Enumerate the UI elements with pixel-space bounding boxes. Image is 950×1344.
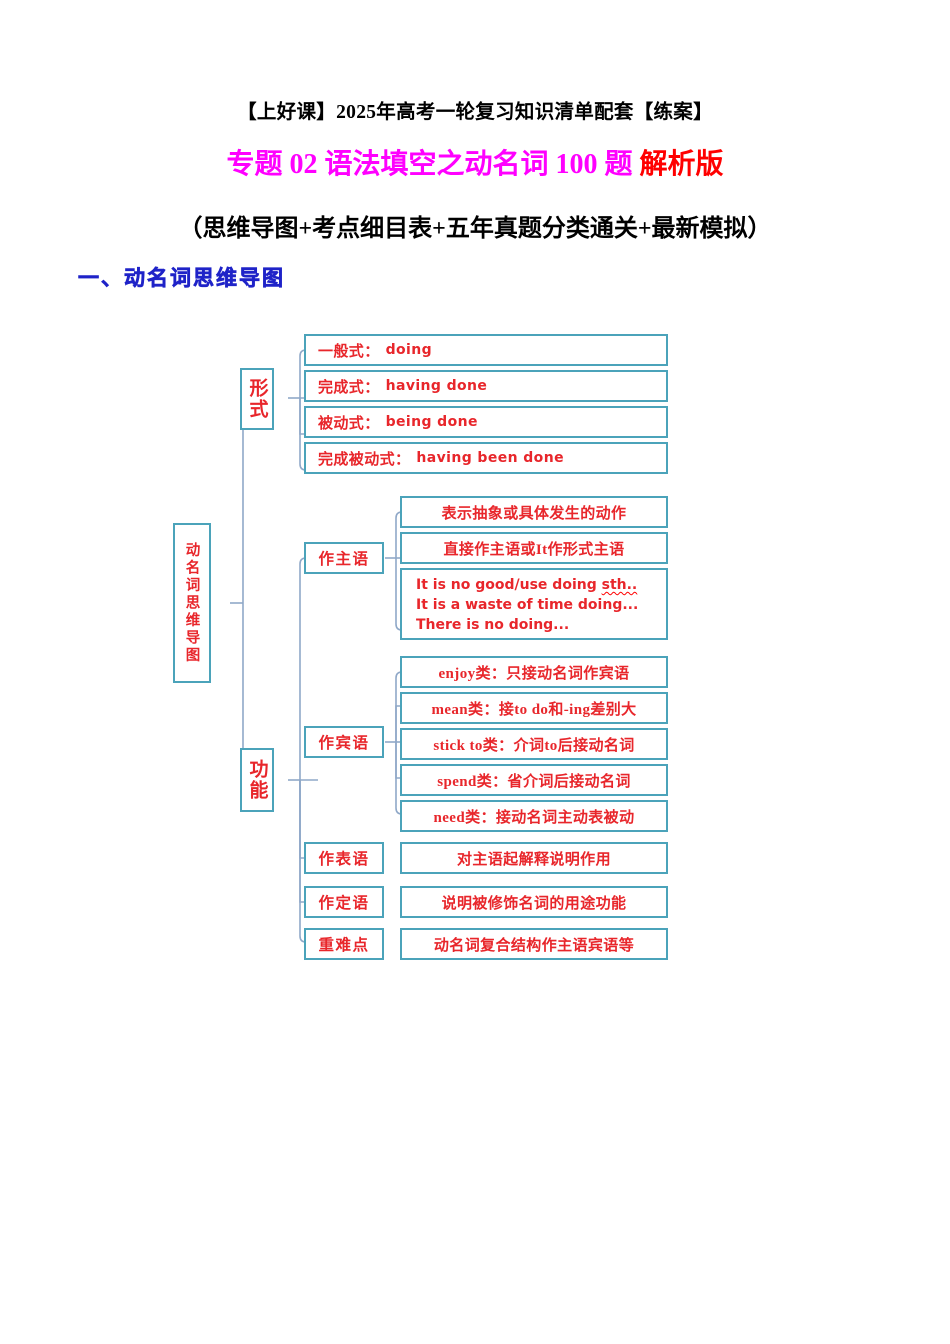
group-label: 重难点 <box>318 937 370 954</box>
mindmap-leaf-attributive-1[interactable]: 说明被修饰名词的用途功能 <box>400 886 668 918</box>
leaf-value: being done <box>385 414 478 430</box>
document-title: 专题 02 语法填空之动名词 100 题 解析版 <box>0 149 950 181</box>
mindmap-leaf-subject-1[interactable]: 表示抽象或具体发生的动作 <box>400 496 668 528</box>
mindmap-branch-function[interactable]: 功能 <box>240 748 274 812</box>
leaf-value: doing <box>385 342 433 358</box>
mindmap-leaf-object-mean[interactable]: mean类：接to do和-ing差别大 <box>400 692 668 724</box>
mindmap-leaf-object-spend[interactable]: spend类：省介词后接动名词 <box>400 764 668 796</box>
mindmap-leaf-form-perfect[interactable]: 完成式： having done <box>304 370 668 402</box>
mindmap-group-attributive[interactable]: 作定语 <box>304 886 384 918</box>
leaf-text: need类：接动名词主动表被动 <box>433 809 635 826</box>
leaf-label: 被动式： <box>318 415 380 432</box>
leaf-line-3: There is no doing... <box>416 616 570 633</box>
leaf-text: spend类：省介词后接动名词 <box>437 773 631 790</box>
group-label: 作主语 <box>318 551 370 568</box>
leaf-text: 说明被修饰名词的用途功能 <box>441 895 627 912</box>
mindmap-diagram: 动名词思维导图 形式 一般式： doing 完成式： having done 被… <box>0 330 950 980</box>
document-title-suffix: 解析版 <box>639 149 724 180</box>
mindmap-root-node[interactable]: 动名词思维导图 <box>173 523 211 683</box>
leaf-label: 完成式： <box>318 379 380 396</box>
leaf-text: enjoy类：只接动名词作宾语 <box>438 665 630 682</box>
group-label: 作宾语 <box>318 735 370 752</box>
mindmap-leaf-object-enjoy[interactable]: enjoy类：只接动名词作宾语 <box>400 656 668 688</box>
leaf-line-2: It is a waste of time doing... <box>416 596 639 613</box>
mindmap-leaf-object-need[interactable]: need类：接动名词主动表被动 <box>400 800 668 832</box>
leaf-value: having been done <box>416 450 564 466</box>
mindmap-root-label: 动名词思维导图 <box>183 541 200 665</box>
section-heading-mindmap: 一、动名词思维导图 <box>78 266 285 291</box>
mindmap-group-subject[interactable]: 作主语 <box>304 542 384 574</box>
leaf-line-1-text: It is no good/use doing sth.. <box>416 577 638 593</box>
leaf-text: stick to类：介词to后接动名词 <box>433 737 635 754</box>
leaf-text: 表示抽象或具体发生的动作 <box>441 505 627 522</box>
mindmap-leaf-keypoints-1[interactable]: 动名词复合结构作主语宾语等 <box>400 928 668 960</box>
mindmap-leaf-form-passive[interactable]: 被动式： being done <box>304 406 668 438</box>
mindmap-group-predicative[interactable]: 作表语 <box>304 842 384 874</box>
mindmap-branch-form-label: 形式 <box>246 378 268 420</box>
mindmap-leaf-object-stickto[interactable]: stick to类：介词to后接动名词 <box>400 728 668 760</box>
leaf-text: 对主语起解释说明作用 <box>456 851 611 868</box>
document-title-main: 专题 02 语法填空之动名词 100 题 <box>226 149 633 180</box>
leaf-text: 直接作主语或It作形式主语 <box>443 541 625 558</box>
leaf-line-1: It is no good/use doing sth.. <box>416 576 666 596</box>
mindmap-branch-function-label: 功能 <box>246 759 268 801</box>
group-label: 作表语 <box>318 851 370 868</box>
mindmap-leaf-form-simple[interactable]: 一般式： doing <box>304 334 668 366</box>
mindmap-leaf-subject-2[interactable]: 直接作主语或It作形式主语 <box>400 532 668 564</box>
mindmap-group-keypoints[interactable]: 重难点 <box>304 928 384 960</box>
document-supertitle: 【上好课】2025年高考一轮复习知识清单配套【练案】 <box>237 102 713 123</box>
group-label: 作定语 <box>318 895 370 912</box>
leaf-label: 一般式： <box>318 343 380 360</box>
mindmap-leaf-subject-3[interactable]: It is no good/use doing sth.. It is a wa… <box>400 568 668 640</box>
mindmap-leaf-form-perfect-passive[interactable]: 完成被动式： having been done <box>304 442 668 474</box>
leaf-text: mean类：接to do和-ing差别大 <box>431 701 637 718</box>
mindmap-group-object[interactable]: 作宾语 <box>304 726 384 758</box>
mindmap-leaf-predicative-1[interactable]: 对主语起解释说明作用 <box>400 842 668 874</box>
leaf-text: 动名词复合结构作主语宾语等 <box>433 937 635 954</box>
mindmap-branch-form[interactable]: 形式 <box>240 368 274 430</box>
leaf-label: 完成被动式： <box>318 451 411 468</box>
spellcheck-squiggle: sth.. <box>601 577 638 593</box>
document-subtitle: （思维导图+考点细目表+五年真题分类通关+最新模拟） <box>178 216 772 242</box>
leaf-value: having done <box>385 378 488 394</box>
